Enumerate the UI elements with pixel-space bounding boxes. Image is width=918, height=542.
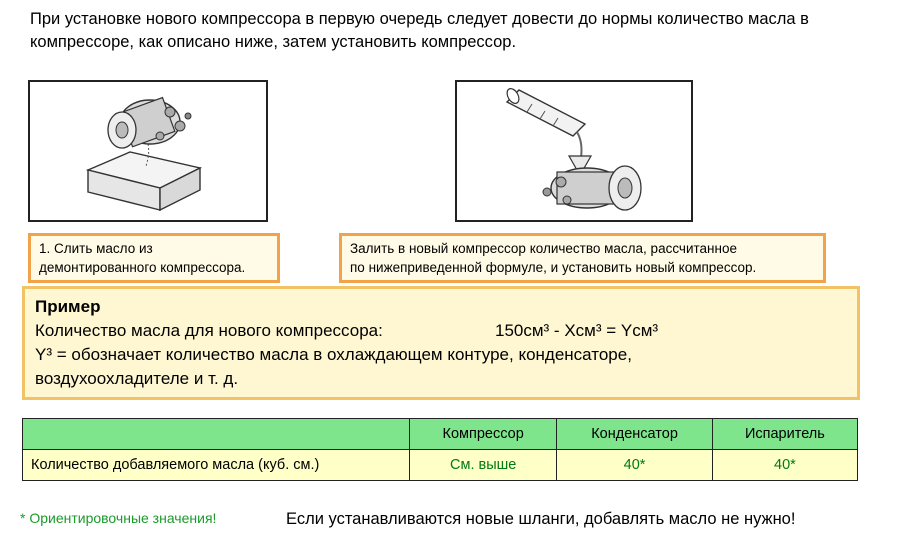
formula: 150см³ - Xсм³ = Yсм³ [495,321,659,340]
intro-text: При установке нового компрессора в перву… [30,10,809,51]
header-compressor: Компрессор [408,418,558,450]
example-box: Пример Количество масла для нового компр… [22,286,860,400]
explanation-line1: Y³ = обозначает количество масла в охлаж… [35,345,632,364]
condenser-value: 40* [556,449,713,481]
oil-table: Компрессор Конденсатор Испаритель Количе… [22,418,859,481]
step1-caption: 1. Слить масло из демонтированного компр… [28,233,280,283]
step1-line1: 1. Слить масло из [39,241,153,256]
formula-label: Количество масла для нового компрессора: [35,321,383,340]
compressor-value: См. выше [408,449,558,481]
footnote: * Ориентировочные значения! [20,510,217,526]
header-evaporator: Испаритель [711,418,859,450]
step1-line2: демонтированного компрессора. [39,260,246,275]
step2-line2: по нижеприведенной формуле, и установить… [350,260,757,275]
compressor-filling-icon [455,80,693,222]
example-title: Пример [35,297,101,316]
table-row: Количество добавляемого масла (куб. см.)… [22,449,859,481]
explanation-line2: воздухоохладителе и т. д. [35,369,239,388]
table-header-row: Компрессор Конденсатор Испаритель [22,418,859,450]
step2-caption: Залить в новый компрессор количество мас… [339,233,826,283]
step2-line1: Залить в новый компрессор количество мас… [350,241,737,256]
row-label: Количество добавляемого масла (куб. см.) [22,449,410,481]
header-empty [22,418,410,450]
compressor-draining-icon [28,80,268,222]
hoses-warning: Если устанавливаются новые шланги, добав… [286,510,796,528]
evaporator-value: 40* [711,449,859,481]
header-condenser: Конденсатор [556,418,713,450]
